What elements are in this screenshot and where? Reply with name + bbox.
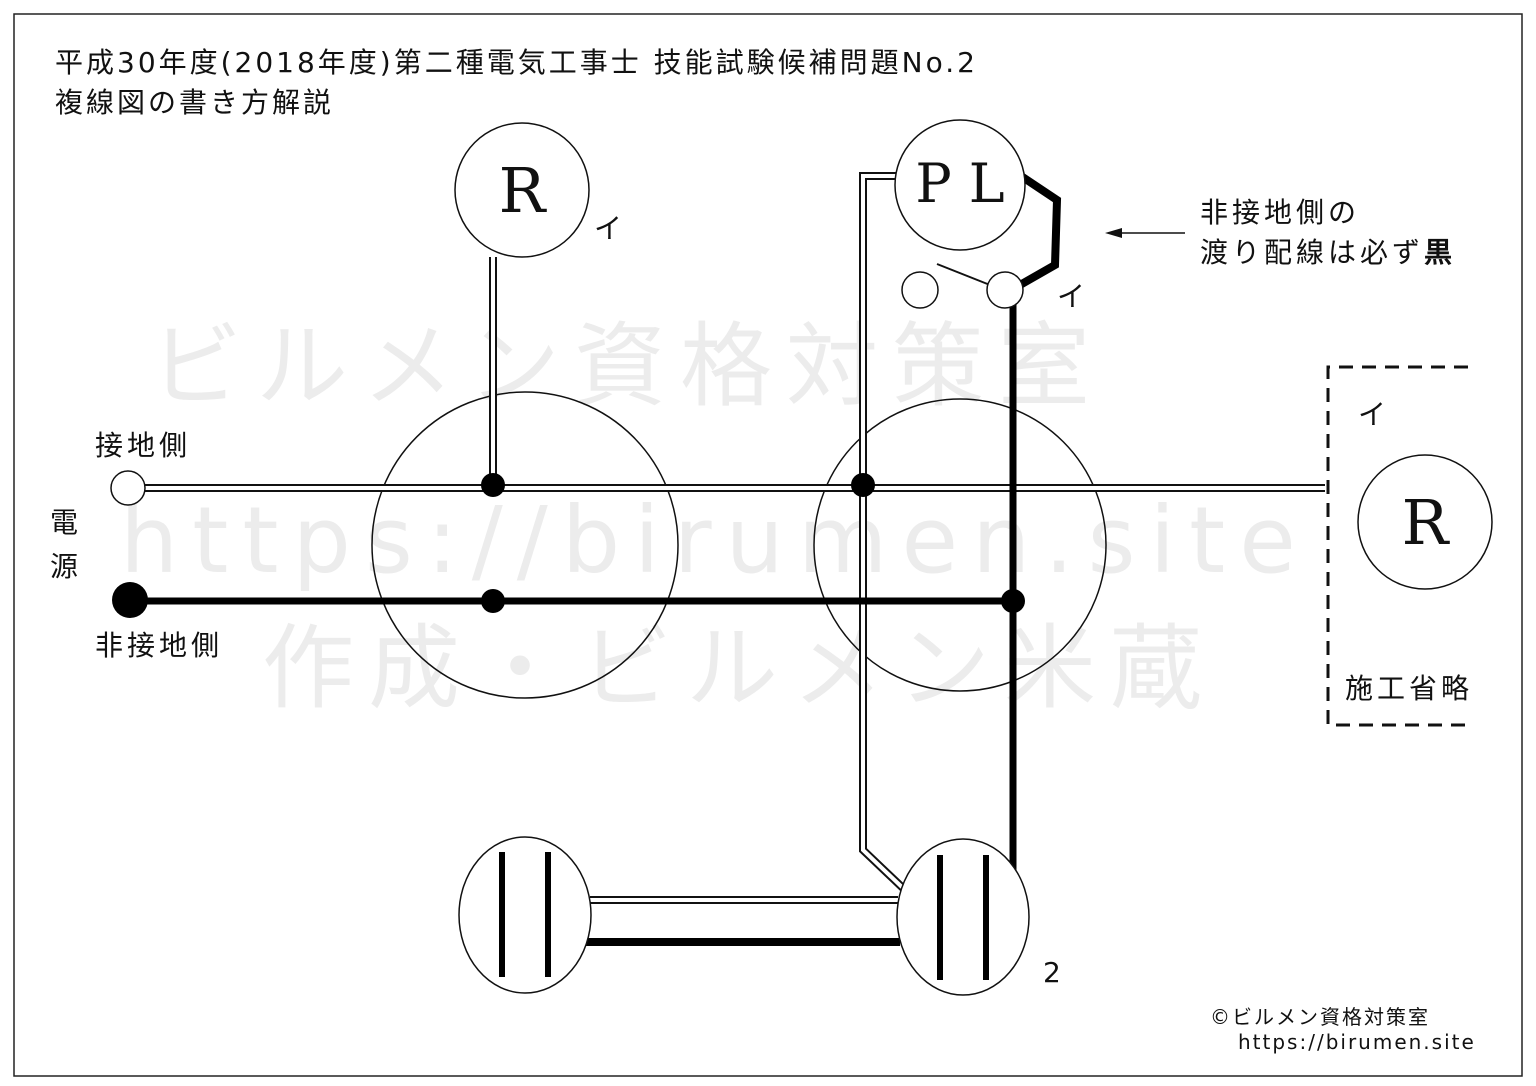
watermark-line2: https://birumen.site <box>120 487 1310 594</box>
power-label-bottom: 源 <box>50 550 82 583</box>
footer-copyright: ©ビルメン資格対策室 <box>1210 1005 1430 1029</box>
sleeve-left <box>458 836 592 994</box>
black-wires <box>130 170 1062 946</box>
arrow-left-icon <box>1105 228 1122 238</box>
footer-url: https://birumen.site <box>1238 1030 1476 1054</box>
pilot-lamp-symbol: P L <box>915 152 1004 215</box>
nonground-label: 非接地側 <box>95 629 223 662</box>
connection-dot <box>851 473 875 497</box>
annotation-line2: 渡り配線は必ず黒 <box>1200 236 1456 269</box>
lamp-r2-mark: イ <box>1358 398 1390 431</box>
power-label-top: 電 <box>50 506 82 539</box>
white-wires <box>145 172 1325 904</box>
connection-dot <box>481 473 505 497</box>
sleeve-right <box>896 838 1030 996</box>
annotation-line2-text: 渡り配線は必ず <box>1200 236 1424 269</box>
lamp-r1-mark: イ <box>594 212 626 245</box>
ground-terminal <box>110 470 146 506</box>
watermark-line1: ビルメン資格対策室 <box>150 313 1104 420</box>
lamp-r2-symbol: R <box>1402 486 1451 559</box>
switch-lever <box>936 263 991 286</box>
annotation-emphasis: 黒 <box>1424 236 1456 269</box>
title-line1: 平成30年度(2018年度)第二種電気工事士 技能試験候補問題No.2 <box>55 46 978 79</box>
pilot-lamp <box>894 119 1026 251</box>
lamp-r1 <box>454 122 590 258</box>
switch-mark: イ <box>1057 280 1089 313</box>
ground-label: 接地側 <box>95 429 191 462</box>
lamp-r2 <box>1357 454 1493 590</box>
sleeve-count-label: 2 <box>1043 956 1061 989</box>
joint-box-right <box>813 398 1107 692</box>
omitted-note: 施工省略 <box>1345 672 1473 705</box>
switch-contact-right <box>986 271 1024 309</box>
joint-box-left <box>371 391 679 699</box>
lamp-r1-symbol: R <box>499 154 548 227</box>
switch-contact-left <box>901 271 939 309</box>
watermark-line3: 作成・ビルメン米蔵 <box>262 615 1216 722</box>
title-line2: 複線図の書き方解説 <box>55 86 334 119</box>
connection-points <box>481 473 1025 613</box>
annotation-line1: 非接地側の <box>1200 196 1360 229</box>
watermark: ビルメン資格対策室 https://birumen.site 作成・ビルメン米蔵 <box>120 313 1310 722</box>
connection-dot <box>481 589 505 613</box>
omitted-work-box <box>1326 365 1468 727</box>
connection-dot <box>1001 589 1025 613</box>
nonground-terminal <box>112 582 148 618</box>
